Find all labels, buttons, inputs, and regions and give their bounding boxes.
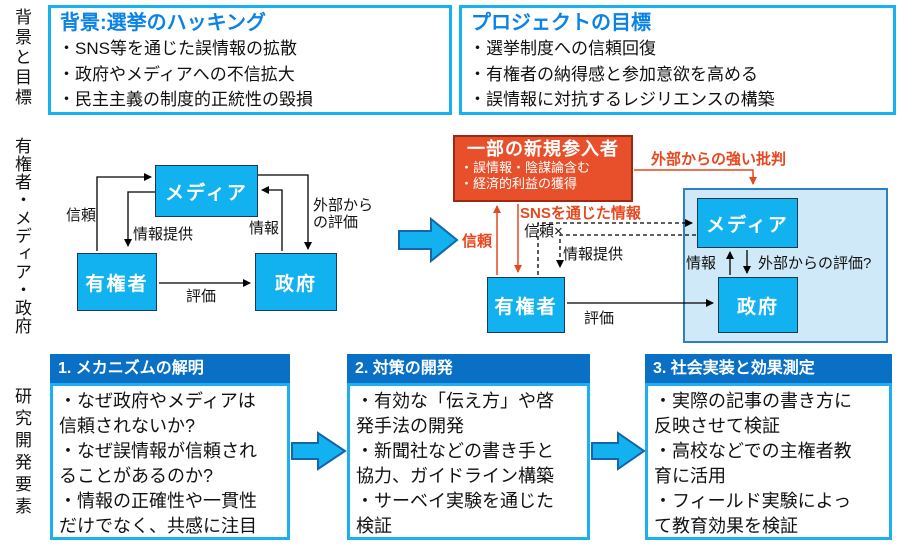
background-bullet: ・民主主義の制度的正統性の毀損 [58,90,313,109]
right-info-provision-label: 情報提供 [563,246,624,263]
strong-criticism-label: 外部からの強い批判 [651,151,787,168]
process-bullet: ・なぜ誤情報が信頼されることがあるのか? [59,441,257,486]
right-external-evaluation-label: 外部からの評価? [758,255,872,272]
process-box-1-title: 1. メカニズムの解明 [50,354,290,383]
right-info-label: 情報 [686,255,717,272]
newcomers-title: 一部の新規参入者 [467,139,619,159]
left-voters-box: 有権者 [77,253,157,311]
process-bullet: ・サーベイ実験を通じた検証 [356,491,554,536]
background-bullet: ・SNS等を通じた誤情報の拡散 [58,39,297,58]
goal-box: プロジェクトの目標 ・選挙制度への信頼回復 ・有権者の納得感と参加意欲を高める … [459,5,896,115]
process-bullet: ・高校などでの主権者教育に活用 [654,441,852,486]
process-box-2-body: ・有効な「伝え方」や啓発手法の開発 ・新聞社などの書き手と協力、ガイドライン構築… [347,383,590,540]
goal-bullet: ・有権者の納得感と参加意欲を高める [469,64,758,84]
left-external-evaluation-arrow [258,174,312,250]
process-bullet: ・実際の記事の書き方に反映させて検証 [654,391,852,436]
left-media-box: メディア [155,165,258,217]
section-label-actors: 有権者・メディア・政府 [12,137,31,335]
goal-box-title: プロジェクトの目標 [471,12,651,34]
right-trust-broken-label: 信頼× [524,223,563,240]
process-box-1-body: ・なぜ政府やメディアは信頼されないか? ・なぜ誤情報が信頼されることがあるのか?… [50,383,290,540]
left-government-box: 政府 [255,253,337,311]
right-trust-red-label: 信頼 [462,233,493,250]
background-bullet: ・政府やメディアへの不信拡大 [58,64,295,84]
newcomers-bullet: ・経済的利益の獲得 [460,176,578,191]
strong-criticism-arrow [634,169,757,185]
left-info-provision-label: 情報提供 [133,226,194,243]
process-bullet: ・有効な「伝え方」や啓発手法の開発 [356,391,554,436]
left-info-label: 情報 [249,220,280,237]
newcomers-bullet: ・誤情報・陰謀論含む [460,160,591,175]
section-label-rd-elements: 研究開発要素 [12,387,31,519]
section-label-background-goals: 背景と目標 [12,8,31,108]
process-bullet: ・フィールド実験によって教育効果を検証 [654,491,852,536]
right-government-box: 政府 [718,277,798,333]
transition-arrow [398,216,459,264]
process-arrow-1-2 [291,431,347,471]
background-box-title: 背景:選挙のハッキング [60,12,267,34]
newcomers-box: 一部の新規参入者 ・誤情報・陰謀論含む ・経済的利益の獲得 [453,135,633,202]
left-trust-label: 信頼 [66,207,97,224]
background-box: 背景:選挙のハッキング ・SNS等を通じた誤情報の拡散 ・政府やメディアへの不信… [48,5,452,115]
process-box-3-body: ・実際の記事の書き方に反映させて検証 ・高校などでの主権者教育に活用 ・フィール… [645,383,892,540]
process-box-3-title: 3. 社会実装と効果測定 [645,354,892,383]
process-box-1: 1. メカニズムの解明 ・なぜ政府やメディアは信頼されないか? ・なぜ誤情報が信… [50,354,290,540]
left-external-evaluation-label: 外部から の評価 [313,197,374,231]
process-bullet: ・新聞社などの書き手と協力、ガイドライン構築 [356,441,554,486]
process-bullet: ・情報の正確性や一貫性だけでなく、共感に注目 [59,491,257,536]
process-arrow-2-3 [591,431,646,471]
process-box-2-title: 2. 対策の開発 [347,354,590,383]
left-evaluation-label: 評価 [186,288,217,305]
right-media-box: メディア [697,198,798,248]
goal-bullet: ・誤情報に対抗するレジリエンスの構築 [469,90,775,109]
process-box-2: 2. 対策の開発 ・有効な「伝え方」や啓発手法の開発 ・新聞社などの書き手と協力… [347,354,590,540]
process-box-3: 3. 社会実装と効果測定 ・実際の記事の書き方に反映させて検証 ・高校などでの主… [645,354,892,540]
right-evaluation-label: 評価 [584,310,615,327]
right-voters-box: 有権者 [487,277,565,333]
process-bullet: ・なぜ政府やメディアは信頼されないか? [59,391,256,436]
sns-info-label: SNSを通じた情報 [520,205,641,222]
goal-bullet: ・選挙制度への信頼回復 [469,39,656,58]
